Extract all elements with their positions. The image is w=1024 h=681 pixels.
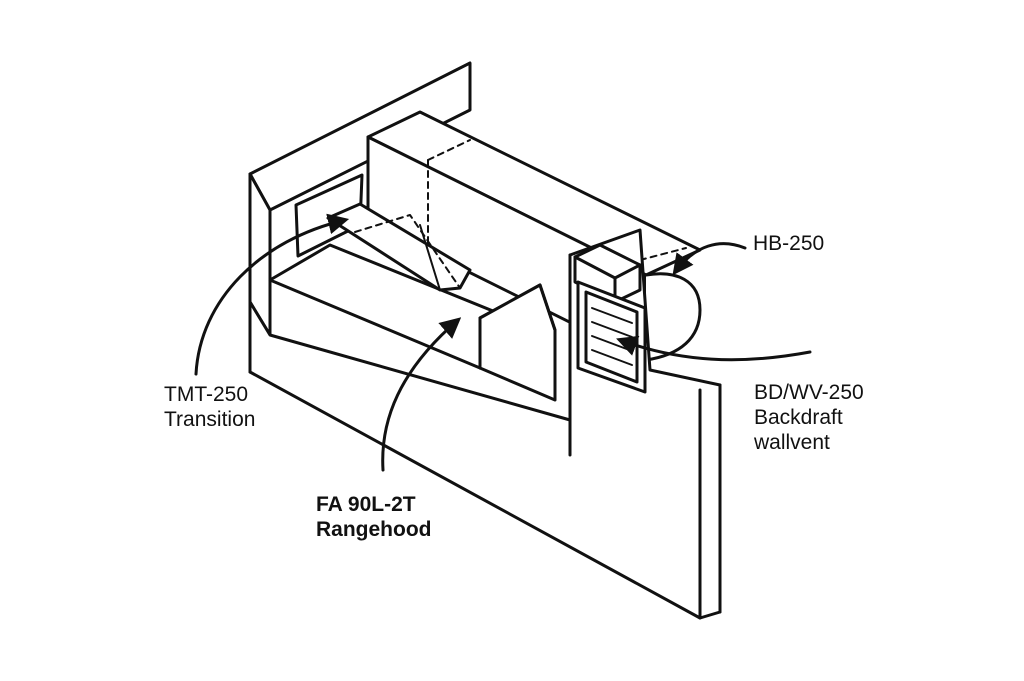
tmt-250-label-line2: Transition — [164, 408, 256, 431]
tmt-leader-arrow — [194, 213, 350, 376]
back-wall — [248, 61, 472, 337]
bd-wv-250-label-line2: Backdraft — [754, 406, 843, 429]
bd-wv-250-label-line3: wallvent — [754, 431, 830, 454]
transition-fitting — [326, 202, 472, 292]
backdraft-wallvent — [576, 280, 647, 394]
hb-250-label-line1: HB-250 — [753, 232, 825, 255]
bd-wv-250-label-line1: BD/WV-250 — [754, 381, 864, 404]
fa-leader-arrow — [381, 317, 462, 472]
bd-leader-arrow — [616, 335, 812, 362]
tmt-250-label: TMT-250 Transition — [164, 382, 255, 432]
fa-90l-2t-label: FA 90L-2T Rangehood — [316, 492, 432, 542]
hb-leader-arrow — [672, 242, 747, 276]
hb-250-label: HB-250 — [753, 231, 824, 256]
bd-wv-250-label: BD/WV-250 Backdraft wallvent — [754, 380, 864, 455]
tmt-250-label-line1: TMT-250 — [164, 383, 249, 406]
fa-90l-2t-label-line1: FA 90L-2T — [316, 493, 416, 516]
fa-90l-2t-label-line2: Rangehood — [316, 518, 432, 541]
rangehood-body — [268, 243, 557, 402]
